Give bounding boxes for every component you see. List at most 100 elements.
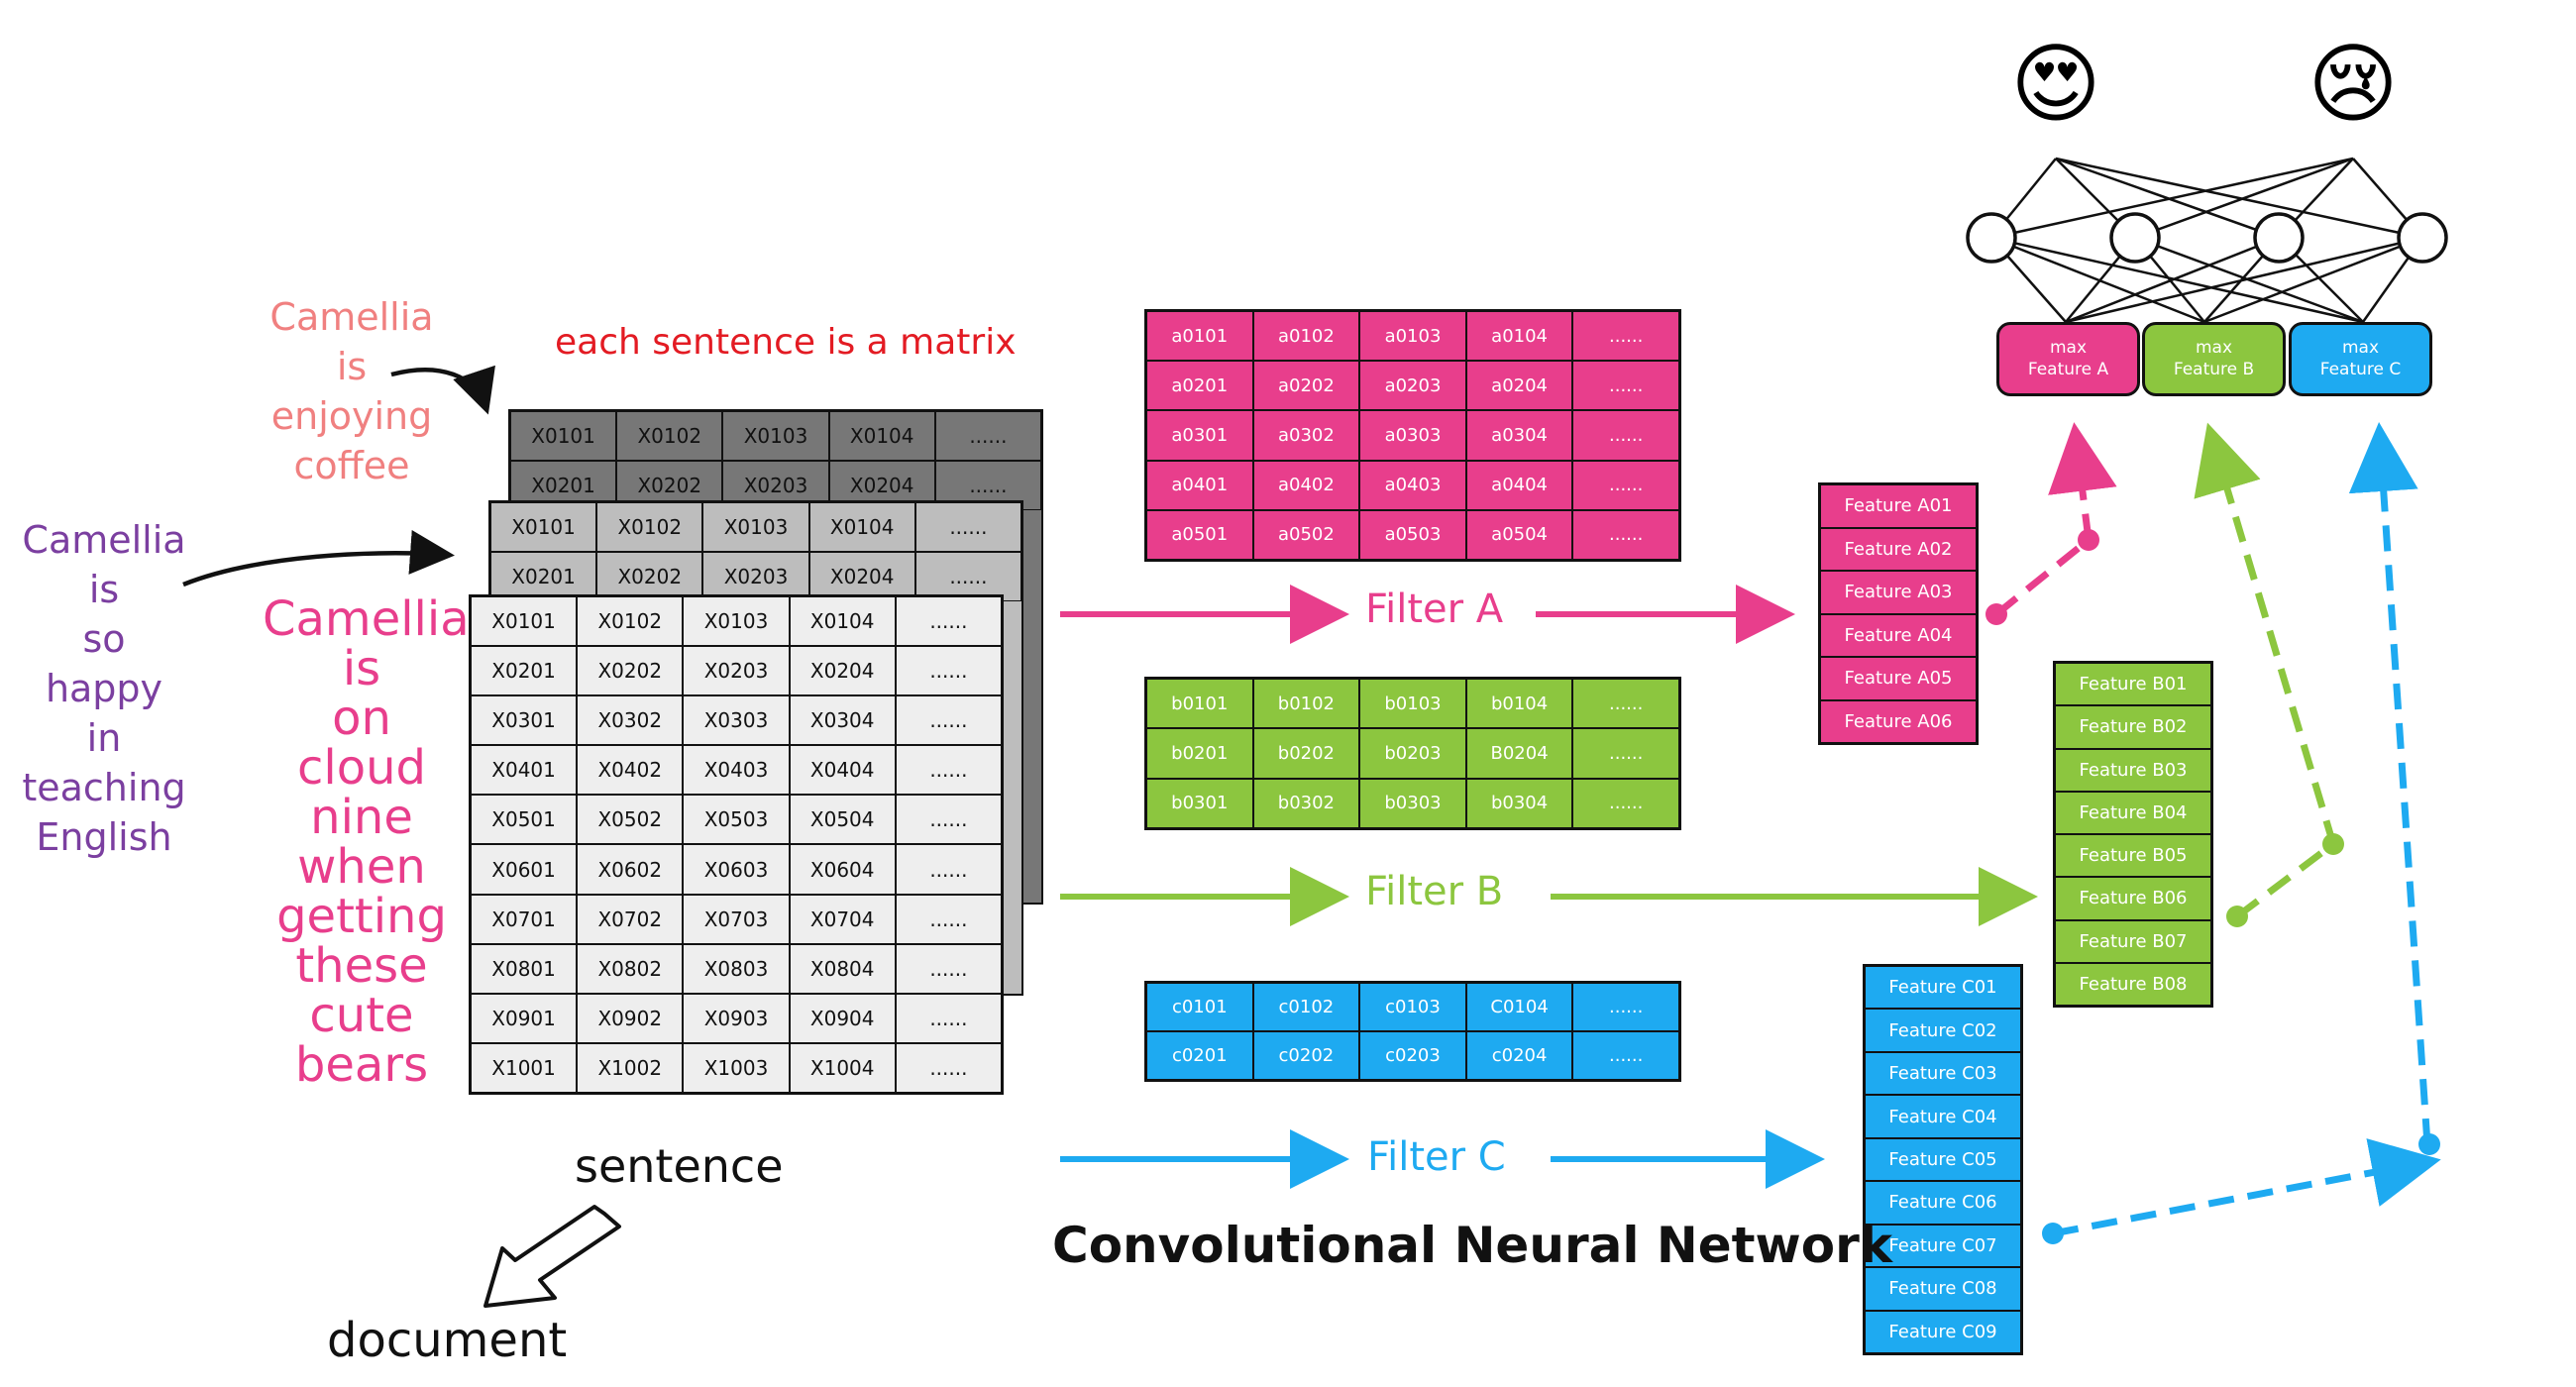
max-feature-label: Feature C	[2319, 359, 2402, 379]
matrix-cell: X0803	[683, 943, 790, 994]
feature-cell: Feature B03	[2055, 748, 2211, 792]
matrix-cell: X0303	[683, 695, 790, 746]
english-sentence-arrow	[182, 529, 455, 587]
matrix-cell: a0301	[1146, 410, 1253, 461]
matrix-cell: a0201	[1146, 361, 1253, 411]
matrix-cell: b0203	[1359, 728, 1466, 779]
matrix-cell: ......	[895, 695, 1002, 746]
max-feature-b-box: max Feature B	[2142, 322, 2286, 396]
max-label: max	[2341, 338, 2380, 359]
matrix-cell: X0202	[577, 646, 684, 696]
matrix-cell: X0802	[577, 943, 684, 994]
sentence-word: so	[82, 617, 126, 661]
matrix-cell: a0202	[1252, 361, 1360, 411]
sentence-label: sentence	[575, 1139, 784, 1193]
matrix-cell: X0903	[683, 993, 790, 1043]
matrix-cell: b0104	[1465, 679, 1573, 729]
feature-cell: Feature A05	[1820, 657, 1977, 700]
matrix-cell: ......	[1572, 778, 1679, 828]
matrix-cell: X0501	[471, 795, 578, 845]
feature-cell: Feature A03	[1820, 571, 1977, 614]
sentence-word: cloud	[297, 740, 426, 796]
feature-cell: Feature B04	[2055, 791, 2211, 834]
network-node	[2397, 212, 2448, 264]
matrix-cell: X0101	[510, 411, 617, 461]
matrix-cell: ......	[895, 795, 1002, 845]
matrix-cell: a0502	[1252, 509, 1360, 560]
feature-cell: Feature C08	[1865, 1267, 2021, 1311]
feature-cell: Feature B07	[2055, 919, 2211, 963]
matrix-cell: X0402	[577, 745, 684, 796]
matrix-cell: X0203	[722, 461, 829, 510]
green-dashed-path	[2194, 422, 2338, 919]
matrix-cell: X0603	[683, 844, 790, 895]
sentence-word: teaching	[22, 766, 186, 809]
matrix-cell: X0201	[510, 461, 617, 510]
matrix-cell: ......	[895, 844, 1002, 895]
matrix-cell: ......	[1572, 460, 1679, 510]
matrix-cell: a0304	[1465, 410, 1573, 461]
feature-cell: Feature C01	[1865, 966, 2021, 1010]
matrix-cell: ......	[1572, 410, 1679, 461]
matrix-cell: X0203	[683, 646, 790, 696]
matrix-cell: a0102	[1252, 311, 1360, 362]
matrix-cell: ......	[914, 552, 1021, 601]
diagram-title: Convolutional Neural Network	[1052, 1217, 1892, 1274]
sentence-word: nine	[310, 790, 413, 845]
matrix-cell: ......	[895, 745, 1002, 796]
sentence-word: getting	[276, 889, 447, 944]
matrix-cell: X0204	[789, 646, 896, 696]
feature-cell: Feature C02	[1865, 1009, 2021, 1052]
matrix-cell: X0104	[828, 411, 935, 461]
network-node	[1966, 212, 2017, 264]
matrix-cell: ......	[895, 943, 1002, 994]
matrix-cell: b0202	[1252, 728, 1360, 779]
matrix-cell: X0301	[471, 695, 578, 746]
matrix-cell: X0504	[789, 795, 896, 845]
matrix-cell: c0102	[1252, 983, 1360, 1031]
matrix-cell: X0104	[808, 502, 915, 552]
sentence-word: in	[86, 716, 122, 760]
matrix-cell: b0102	[1252, 679, 1360, 729]
matrix-cell: a0204	[1465, 361, 1573, 411]
matrix-cell: X0401	[471, 745, 578, 796]
matrix-cell: a0402	[1252, 460, 1360, 510]
matrix-cell: b0101	[1146, 679, 1253, 729]
matrix-cell: X1001	[471, 1042, 578, 1093]
sentence-word: cute	[309, 988, 414, 1043]
matrix-cell: ......	[914, 502, 1021, 552]
matrix-cell: b0103	[1359, 679, 1466, 729]
sentence-word: when	[297, 839, 426, 895]
matrix-cell: c0203	[1359, 1031, 1466, 1080]
matrix-cell: b0303	[1359, 778, 1466, 828]
feature-cell: Feature C09	[1865, 1310, 2021, 1353]
matrix-cell: a0302	[1252, 410, 1360, 461]
matrix-cell: B0204	[1465, 728, 1573, 779]
feature-cell: Feature C07	[1865, 1224, 2021, 1268]
feature-cell: Feature A06	[1820, 699, 1977, 743]
coffee-sentence-arrow	[390, 365, 495, 415]
sentence-word: Camellia	[269, 295, 434, 339]
matrix-cell: X0403	[683, 745, 790, 796]
matrix-cell: X0704	[789, 894, 896, 944]
blue-dashed-path-1	[2052, 1138, 2441, 1237]
matrix-cell: ......	[895, 596, 1002, 647]
matrix-cell: a0404	[1465, 460, 1573, 510]
sad-tear-emoji-icon: 😢	[2308, 33, 2399, 135]
matrix-cell: X0502	[577, 795, 684, 845]
matrix-cell: X0103	[722, 411, 829, 461]
matrix-cell: ......	[1572, 728, 1679, 779]
matrix-cell: X0104	[789, 596, 896, 647]
matrix-cell: X0602	[577, 844, 684, 895]
matrix-cell: ......	[1572, 983, 1679, 1031]
matrix-cell: a0103	[1359, 311, 1466, 362]
matrix-cell: c0201	[1146, 1031, 1253, 1080]
matrix-cell: ......	[895, 993, 1002, 1043]
matrix-cell: X0101	[471, 596, 578, 647]
matrix-cell: X0304	[789, 695, 896, 746]
matrix-cell: X0102	[616, 411, 723, 461]
matrix-cell: c0204	[1465, 1031, 1573, 1080]
